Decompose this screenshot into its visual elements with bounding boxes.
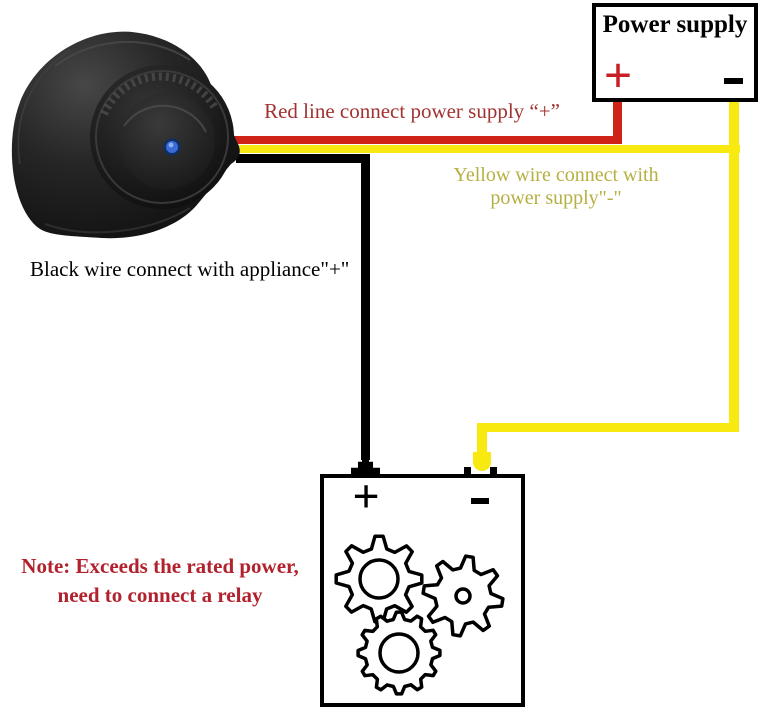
black-wire-label: Black wire connect with appliance"+": [30, 257, 350, 281]
red-wire-horizontal: [230, 136, 622, 144]
note-line1: Note: Exceeds the rated power,: [21, 554, 299, 578]
note-line2: need to connect a relay: [57, 583, 263, 607]
power-supply-box: Power supply: [592, 3, 758, 102]
power-supply-title: Power supply: [602, 11, 748, 38]
appliance-box: [320, 474, 525, 707]
yellow-wire-label-line1: Yellow wire connect with: [453, 164, 659, 186]
yellow-wire-label-line2: power supply"-": [490, 187, 622, 209]
black-wire-horizontal: [236, 154, 370, 163]
yellow-wire-horizontal-upper: [232, 145, 740, 153]
yellow-wire-label: Yellow wire connect with power supply"-": [436, 164, 676, 210]
terminal-notch-left: [464, 467, 471, 475]
yellow-wire-vertical: [729, 100, 739, 432]
red-wire-vertical: [613, 100, 622, 144]
terminal-notch-right: [490, 467, 497, 475]
power-supply-minus-terminal: [724, 78, 743, 84]
black-wire-vertical: [361, 154, 370, 460]
yellow-wire-drop: [477, 423, 487, 457]
yellow-wire-tip: [473, 452, 491, 471]
red-wire-label: Red line connect power supply “+”: [264, 99, 560, 123]
gears-icon: [334, 534, 505, 696]
appliance-minus-terminal: [471, 498, 489, 504]
rocker-switch-photo-icon: [11, 31, 240, 239]
yellow-wire-horizontal-lower: [478, 423, 739, 432]
note-label: Note: Exceeds the rated power, need to c…: [2, 552, 318, 610]
